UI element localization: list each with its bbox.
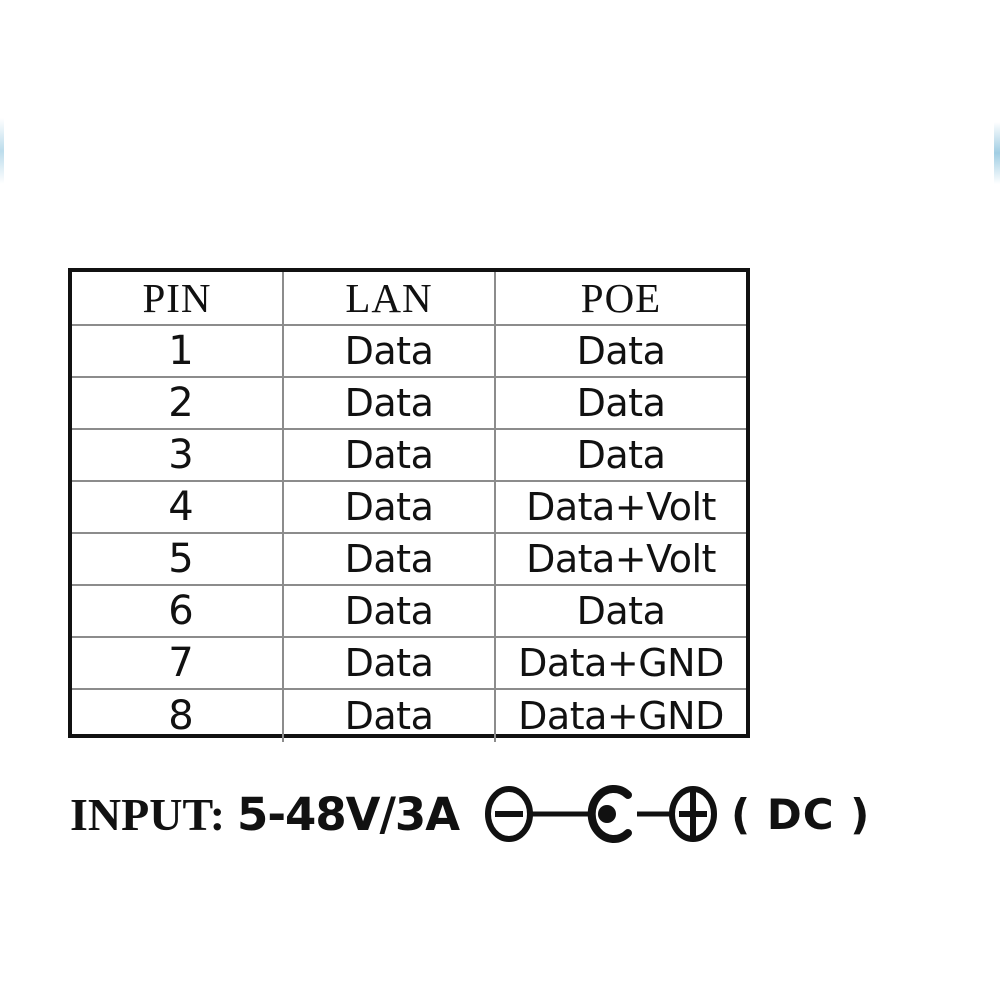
column-header-lan: LAN [284, 272, 496, 324]
input-label: INPUT: [70, 788, 226, 840]
minus-circle-icon [485, 786, 534, 842]
cell-pin: 2 [72, 378, 284, 428]
dc-connector-label: ( DC ) [731, 789, 871, 839]
cell-lan: Data [284, 482, 496, 532]
table-row: 7 Data Data+GND [72, 638, 746, 690]
table-row: 6 Data Data [72, 586, 746, 638]
input-voltage-current-value: 5-48V/3A [237, 787, 460, 841]
cell-poe: Data [576, 433, 666, 477]
cell-pin: 6 [72, 586, 284, 636]
poe-pinout-table: PIN LAN POE 1 Data Data 2 Data Data 3 Da… [68, 268, 750, 742]
cell-pin: 8 [72, 690, 284, 742]
cell-pin: 5 [72, 534, 284, 584]
cell-pin: 3 [72, 430, 284, 480]
cell-poe: Data+GND [518, 641, 724, 685]
column-header-pin: PIN [72, 272, 284, 324]
cell-lan: Data [284, 534, 496, 584]
barrel-center-pin-icon [587, 785, 633, 843]
left-edge-tint-artifact [0, 118, 4, 184]
cell-poe: Data [576, 381, 666, 425]
table-row: 4 Data Data+Volt [72, 482, 746, 534]
cell-lan: Data [284, 326, 496, 376]
right-edge-tint-artifact [994, 122, 1000, 184]
cell-lan: Data [284, 638, 496, 688]
cell-pin: 1 [72, 326, 284, 376]
cell-pin: 7 [72, 638, 284, 688]
cell-lan: Data [284, 430, 496, 480]
cell-pin: 4 [72, 482, 284, 532]
plus-circle-icon [669, 786, 718, 842]
cell-lan: Data [284, 378, 496, 428]
table-row: 3 Data Data [72, 430, 746, 482]
cell-poe: Data+Volt [526, 537, 716, 581]
table-header-row: PIN LAN POE [72, 272, 746, 326]
table-row: 8 Data Data+GND [72, 690, 746, 742]
cell-lan: Data [284, 690, 496, 742]
input-spec-line: INPUT: 5-48V/3A ( DC ) [70, 783, 870, 845]
dc-center-positive-barrel-icon [485, 785, 718, 843]
column-header-poe: POE [580, 275, 662, 321]
table-row: 2 Data Data [72, 378, 746, 430]
table-row: 5 Data Data+Volt [72, 534, 746, 586]
cell-poe: Data [576, 589, 666, 633]
cell-lan: Data [284, 586, 496, 636]
cell-poe: Data+Volt [526, 485, 716, 529]
table-row: 1 Data Data [72, 326, 746, 378]
cell-poe: Data [576, 329, 666, 373]
cell-poe: Data+GND [518, 694, 724, 738]
